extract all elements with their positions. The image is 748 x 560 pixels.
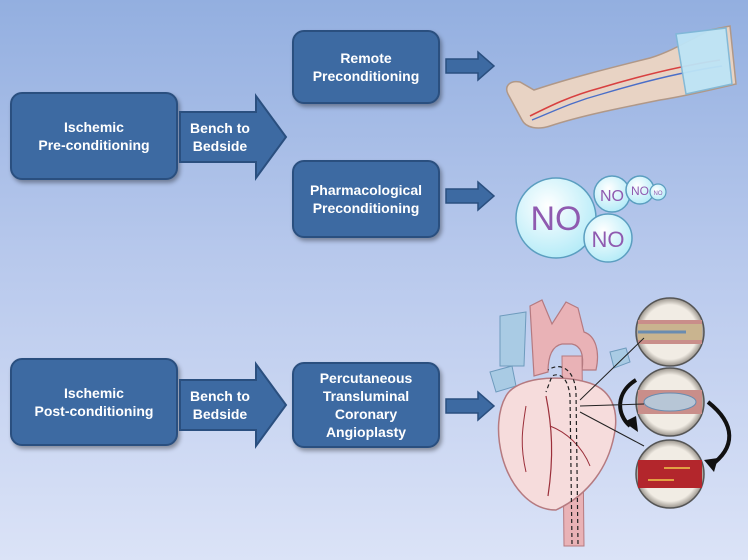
arrow-shape-icon <box>179 360 288 450</box>
ischemic-preconditioning-box: Ischemic Pre-conditioning <box>10 92 178 180</box>
bench-to-bedside-label-bottom: Bench to Bedside <box>190 388 250 422</box>
magnifier-connector-lines <box>579 337 645 447</box>
pharmacological-preconditioning-label: Pharmacological Preconditioning <box>309 182 423 216</box>
small-arrow-pci-icon <box>445 390 496 422</box>
remote-preconditioning-label: Remote Preconditioning <box>312 50 420 84</box>
no-bubble-text-4: NO <box>631 184 649 198</box>
small-arrow-remote-icon <box>445 50 496 82</box>
bench-to-bedside-arrow-top: Bench to Bedside <box>179 92 288 182</box>
arrow-shape-icon <box>179 92 288 182</box>
bench-to-bedside-arrow-bottom: Bench to Bedside <box>179 360 288 450</box>
ischemic-preconditioning-label: Ischemic Pre-conditioning <box>38 119 150 153</box>
small-arrow-pharmacological-icon <box>445 180 496 212</box>
nitric-oxide-bubbles-icon: NO NO NO NO NO <box>515 175 667 263</box>
remote-preconditioning-box: Remote Preconditioning <box>292 30 440 104</box>
balloon-angioplasty-steps-icon <box>618 297 732 509</box>
pharmacological-preconditioning-box: Pharmacological Preconditioning <box>292 160 440 238</box>
pci-box: Percutaneous Transluminal Coronary Angio… <box>292 362 440 448</box>
leg-with-cuff-icon <box>506 25 737 129</box>
ischemic-postconditioning-box: Ischemic Post-conditioning <box>10 358 178 446</box>
no-bubble-text-5: NO <box>654 191 663 197</box>
no-bubble-text-3: NO <box>600 188 624 205</box>
no-bubble-text-2: NO <box>592 227 625 252</box>
heart-with-catheter-icon <box>489 299 631 547</box>
pci-label: Percutaneous Transluminal Coronary Angio… <box>319 370 413 440</box>
ischemic-postconditioning-label: Ischemic Post-conditioning <box>34 385 154 419</box>
bench-to-bedside-label-top: Bench to Bedside <box>190 120 250 154</box>
no-bubble-text-1: NO <box>531 200 582 238</box>
